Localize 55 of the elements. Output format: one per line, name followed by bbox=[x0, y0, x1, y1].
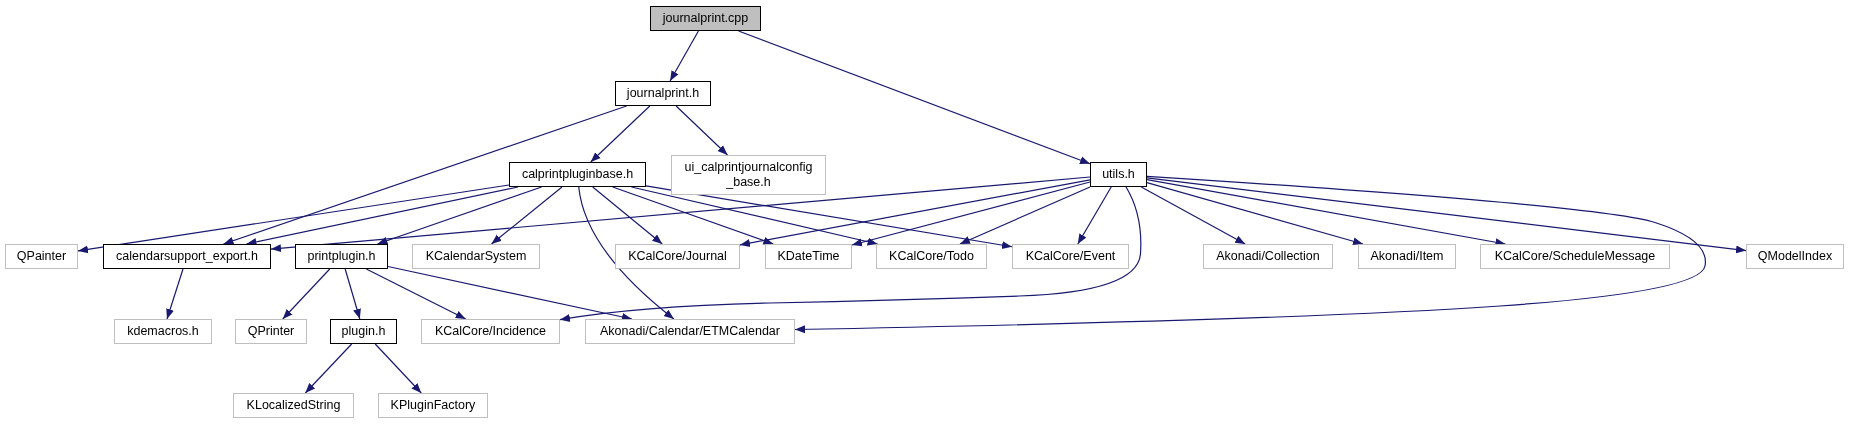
external-header-box: KDateTime bbox=[765, 244, 852, 269]
include-arrow bbox=[645, 185, 1013, 250]
external-header-box: KCalCore/ScheduleMessage bbox=[1480, 244, 1670, 269]
include-arrow bbox=[559, 186, 1142, 322]
external-header-box: KCalCore/Todo bbox=[876, 244, 987, 269]
header-file-box: printplugin.h bbox=[295, 244, 388, 269]
external-header-box: KPluginFactory bbox=[378, 393, 488, 418]
external-header-box: KLocalizedString bbox=[233, 393, 354, 418]
include-arrow bbox=[304, 343, 353, 394]
external-header-box: QModelIndex bbox=[1746, 244, 1844, 269]
include-arrow bbox=[590, 105, 651, 163]
external-header-box: KCalCore/Event bbox=[1012, 244, 1129, 269]
include-arrow bbox=[612, 186, 774, 245]
external-header-box: KCalendarSystem bbox=[412, 244, 540, 269]
external-header-box: kdemacros.h bbox=[114, 319, 212, 344]
external-header-box: QPrinter bbox=[235, 319, 307, 344]
include-arrow bbox=[959, 186, 1091, 245]
external-header-box: Akonadi/Collection bbox=[1203, 244, 1333, 269]
include-arrow bbox=[166, 268, 184, 320]
include-arrow bbox=[738, 30, 1091, 165]
include-arrow bbox=[669, 30, 699, 82]
include-arrow bbox=[675, 105, 729, 156]
include-arrow bbox=[592, 186, 663, 245]
source-file-box: journalprint.cpp bbox=[650, 6, 761, 31]
header-file-box: calprintpluginbase.h bbox=[509, 162, 646, 187]
include-arrow bbox=[739, 179, 1091, 247]
include-arrow bbox=[794, 175, 1706, 334]
include-arrow bbox=[490, 186, 563, 245]
include-arrow bbox=[1146, 177, 1747, 254]
include-arrow bbox=[222, 105, 628, 245]
include-arrow bbox=[374, 343, 422, 394]
include-arrow bbox=[387, 265, 633, 321]
external-header-box: Akonadi/Calendar/ETMCalendar bbox=[585, 319, 795, 344]
include-arrow bbox=[270, 176, 1091, 253]
include-arrow bbox=[578, 186, 675, 320]
include-arrow bbox=[376, 186, 543, 245]
header-file-box: calendarsupport_export.h bbox=[103, 244, 271, 269]
include-arrow bbox=[344, 268, 361, 320]
external-header-box: KCalCore/Journal bbox=[615, 244, 740, 269]
external-header-box: Akonadi/Item bbox=[1358, 244, 1456, 269]
header-file-box: utils.h bbox=[1090, 162, 1147, 187]
header-file-box: plugin.h bbox=[330, 319, 397, 344]
include-arrow bbox=[1077, 186, 1112, 245]
external-header-box: KCalCore/Incidence bbox=[421, 319, 560, 344]
include-arrow bbox=[630, 186, 879, 246]
include-arrow bbox=[365, 268, 467, 320]
external-header-box: ui_calprintjournalconfig _base.h bbox=[671, 155, 826, 195]
include-arrow bbox=[851, 181, 1091, 247]
include-arrow bbox=[1140, 186, 1246, 245]
include-arrow bbox=[77, 184, 510, 254]
include-arrow bbox=[245, 186, 519, 246]
header-file-box: journalprint.h bbox=[615, 81, 711, 106]
include-arrow bbox=[282, 268, 331, 320]
include-arrow bbox=[1146, 182, 1364, 246]
external-header-box: QPainter bbox=[5, 244, 78, 269]
